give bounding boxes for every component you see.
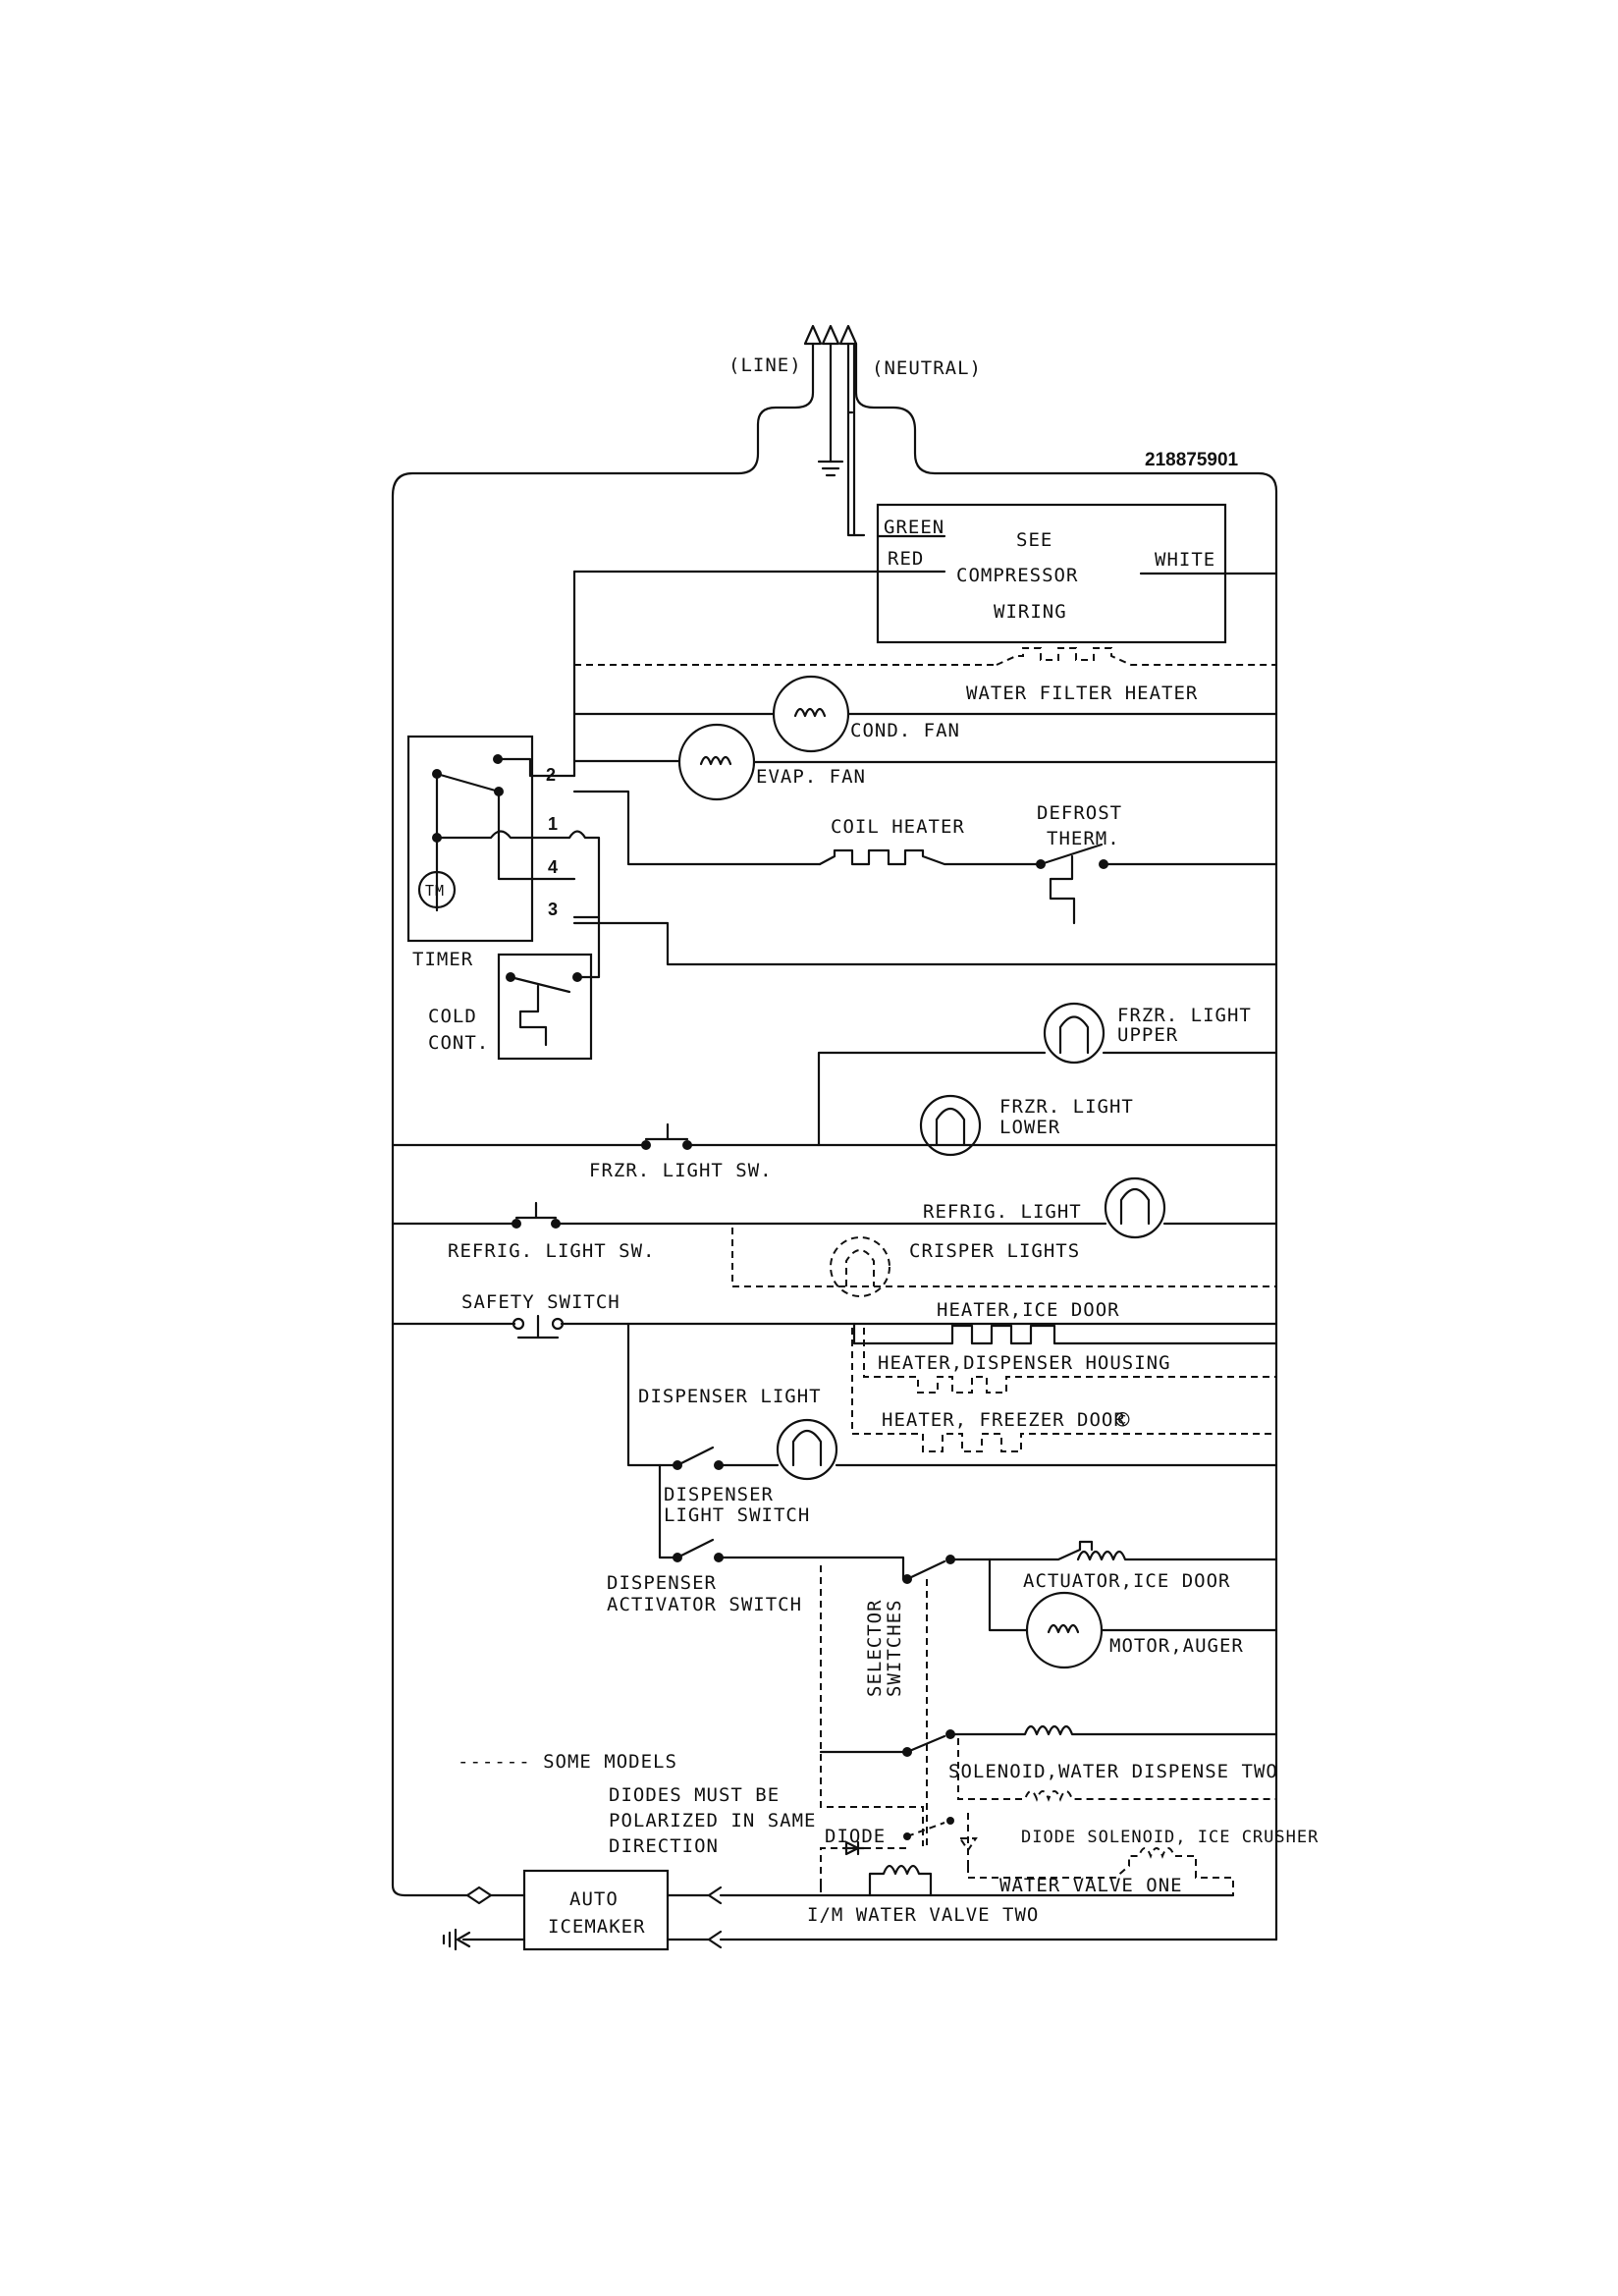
wiring-label: WIRING [994, 601, 1067, 623]
see-label: SEE [1016, 529, 1052, 551]
power-cord [391, 324, 1278, 1941]
timer-label: TIMER [412, 949, 473, 970]
evap-fan-label: EVAP. FAN [756, 766, 866, 788]
refrig-light-icon [1104, 1176, 1166, 1239]
frzr-light-switch-label: FRZR. LIGHT SW. [589, 1160, 773, 1181]
cold-control-label-2: CONT. [428, 1032, 489, 1054]
crisper-lights-label: CRISPER LIGHTS [909, 1240, 1080, 1262]
frzr-light-lower-label-1: FRZR. LIGHT [999, 1096, 1134, 1118]
auto-icemaker-box [522, 1869, 670, 1951]
compressor-label: COMPRESSOR [956, 565, 1078, 586]
auto-icemaker-label-1: AUTO [569, 1888, 619, 1910]
timer-terminal-1: 1 [548, 814, 558, 834]
frzr-light-lower-icon [919, 1094, 982, 1157]
heater-freezer-door-label: HEATER, FREEZER DOOR [882, 1409, 1126, 1431]
auto-icemaker-label-2: ICEMAKER [548, 1916, 646, 1938]
timer-terminal-2: 2 [546, 765, 556, 785]
timer-terminal-4: 4 [548, 857, 558, 877]
defrost-therm-label-1: DEFROST [1037, 802, 1122, 824]
diode-icon [842, 1840, 866, 1856]
dispenser-activator-switch[interactable] [675, 1538, 715, 1559]
solenoid-water-dispense-two-label: SOLENOID,WATER DISPENSE TWO [948, 1761, 1278, 1782]
diodes-note-3: DIRECTION [609, 1835, 719, 1857]
crisper-lights-icon [830, 1236, 890, 1297]
dispenser-light-icon [776, 1418, 838, 1481]
icemaker-ground-icon [442, 1928, 458, 1951]
dispenser-light-label: DISPENSER LIGHT [638, 1386, 822, 1407]
white-wire-label: WHITE [1155, 549, 1215, 571]
timer-motor-label: TM [425, 882, 445, 900]
actuator-ice-door-label: ACTUATOR,ICE DOOR [1023, 1570, 1230, 1592]
diode-solenoid-ice-crusher-label: DIODE SOLENOID, ICE CRUSHER [1021, 1828, 1319, 1847]
frzr-light-lower-label-2: LOWER [999, 1117, 1060, 1138]
frzr-light-switch[interactable] [644, 1122, 689, 1141]
red-wire-label: RED [888, 548, 924, 570]
frzr-light-upper-icon [1043, 1002, 1106, 1065]
selector-switches-box [820, 1565, 924, 1846]
dispenser-light-switch[interactable] [675, 1446, 715, 1467]
motor-auger-label: MOTOR,AUGER [1109, 1635, 1244, 1657]
cold-control-label-1: COLD [428, 1006, 477, 1027]
line-label: (LINE) [728, 355, 802, 376]
water-filter-heater-label: WATER FILTER HEATER [966, 683, 1198, 704]
defrost-therm-label-2: THERM. [1047, 828, 1120, 849]
water-valve-one-label: WATER VALVE ONE [999, 1875, 1183, 1896]
frzr-light-upper-label-1: FRZR. LIGHT [1117, 1005, 1252, 1026]
diode-label: DIODE [825, 1826, 886, 1847]
selector-switches-label-1: SELECTOR [864, 1599, 886, 1697]
coil-heater-label: COIL HEATER [831, 816, 965, 838]
dispenser-light-switch-label-2: LIGHT SWITCH [664, 1504, 810, 1526]
heater-dispenser-housing-label: HEATER,DISPENSER HOUSING [878, 1352, 1171, 1374]
safety-switch[interactable] [516, 1314, 560, 1339]
green-wire-label: GREEN [884, 517, 944, 538]
refrig-light-label: REFRIG. LIGHT [923, 1201, 1082, 1223]
dispenser-activator-label-1: DISPENSER [607, 1572, 717, 1594]
dispenser-light-switch-label-1: DISPENSER [664, 1484, 774, 1505]
defrost-therm-switch [1039, 843, 1104, 866]
copyright-mark: © [1115, 1406, 1130, 1434]
part-number: 218875901 [1145, 450, 1239, 470]
im-water-valve-two-label: I/M WATER VALVE TWO [807, 1904, 1039, 1926]
diodes-note-1: DIODES MUST BE [609, 1784, 780, 1806]
cold-control-box [497, 953, 593, 1061]
some-models-note: ------ SOME MODELS [458, 1751, 677, 1773]
timer-motor-icon [417, 870, 457, 909]
selector-switches-label-2: SWITCHES [884, 1599, 905, 1697]
heater-ice-door-label: HEATER,ICE DOOR [937, 1299, 1120, 1321]
timer-terminal-3: 3 [548, 900, 558, 919]
dispenser-activator-label-2: ACTIVATOR SWITCH [607, 1594, 802, 1615]
diodes-note-2: POLARIZED IN SAME [609, 1810, 816, 1831]
motor-auger-icon [1025, 1591, 1104, 1669]
cond-fan-label: COND. FAN [850, 720, 960, 741]
neutral-label: (NEUTRAL) [872, 357, 982, 379]
evap-fan-icon [677, 723, 756, 801]
safety-switch-label: SAFETY SWITCH [461, 1291, 620, 1313]
frzr-light-upper-label-2: UPPER [1117, 1024, 1178, 1046]
cond-fan-icon [772, 675, 850, 753]
refrig-light-switch-label: REFRIG. LIGHT SW. [448, 1240, 655, 1262]
refrig-light-switch[interactable] [514, 1201, 558, 1220]
